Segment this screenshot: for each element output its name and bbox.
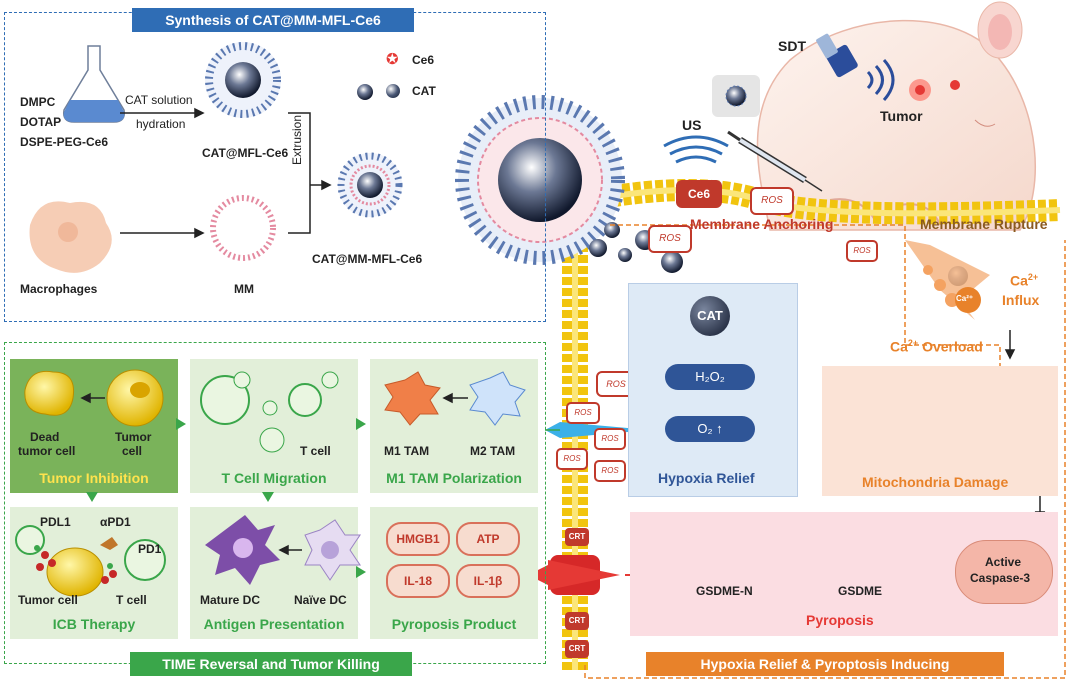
- ros-star-1: ROS: [750, 187, 794, 215]
- ros-star-2: ROS: [648, 225, 692, 253]
- dead-label: Dead: [30, 430, 60, 444]
- crt-star-1: CRT: [565, 528, 589, 546]
- cat-mm-mfl-ce6-label: CAT@MM-MFL-Ce6: [312, 252, 423, 266]
- caspase-line2: Caspase-3: [970, 571, 1031, 585]
- naive-dc-label: Naïve DC: [294, 593, 347, 607]
- o2-node: O₂ ↑: [665, 416, 755, 442]
- cat-node: CAT: [690, 296, 730, 336]
- pore-arrow: [548, 560, 620, 590]
- mito-title: Mitochondria Damage: [862, 474, 1009, 490]
- synthesis-box: [4, 12, 546, 322]
- h2o2-node: H₂O₂: [665, 364, 755, 390]
- legend-ce6: Ce6: [412, 53, 435, 67]
- extrusion-label: Extrusion: [290, 114, 304, 165]
- pyro-title: Pyroposis: [806, 612, 874, 628]
- us-label: US: [682, 117, 702, 133]
- lipid-dspe-peg-ce6: DSPE-PEG-Ce6: [20, 135, 109, 149]
- cat-solution-label: CAT solution: [125, 93, 193, 107]
- us-waves: [663, 135, 729, 164]
- hmgb1-pill: HMGB1: [386, 522, 450, 556]
- caspase-line1: Active: [985, 555, 1022, 569]
- large-nanoparticle: [455, 95, 625, 265]
- ce6-star-icon: ✪: [386, 51, 399, 68]
- mature-dc-label: Mature DC: [200, 593, 261, 607]
- t-cell-label: T cell: [300, 444, 331, 458]
- m1-title: M1 TAM Polarization: [386, 470, 522, 486]
- mm-label: MM: [234, 282, 254, 296]
- ros-star-8: ROS: [846, 240, 878, 262]
- influx-word: Influx: [1002, 292, 1040, 308]
- ros-star-7: ROS: [594, 460, 626, 482]
- membrane-anchoring-label: Membrane Anchoring: [690, 216, 834, 232]
- t-migration-title: T Cell Migration: [221, 470, 327, 486]
- tumor-cell-label: Tumor: [115, 430, 152, 444]
- orange-flow-lines: [584, 224, 1066, 679]
- ros-star-6: ROS: [556, 448, 588, 470]
- sdt-label: SDT: [778, 38, 806, 54]
- m1-tam-label: M1 TAM: [384, 444, 430, 458]
- hydration-label: hydration: [136, 117, 186, 131]
- ca-influx-label: Ca2+: [1010, 272, 1039, 289]
- ca-ion-bubble: [955, 287, 981, 313]
- caspase-node: [955, 540, 1053, 604]
- apd1-label: αPD1: [100, 515, 131, 529]
- syringe: [712, 75, 823, 192]
- hypoxia-title: Hypoxia Relief: [658, 470, 755, 486]
- tumor-cell-label-2: cell: [122, 444, 143, 458]
- synthesis-header: Synthesis of CAT@MM-MFL-Ce6: [132, 8, 414, 32]
- tumor-inhibition-title: Tumor Inhibition: [39, 470, 149, 486]
- time-header: TIME Reversal and Tumor Killing: [130, 652, 412, 676]
- pyro-product-title: Pyroposis Product: [391, 616, 517, 632]
- cat-sphere-icon: [386, 84, 400, 98]
- bottom-right-header: Hypoxia Relief & Pyroptosis Inducing: [646, 652, 1004, 676]
- ce6-star: Ce6: [676, 180, 722, 208]
- antigen-title: Antigen Presentation: [203, 616, 345, 632]
- synthesis-arrows: [120, 107, 332, 239]
- cat-mfl-ce6-label: CAT@MFL-Ce6: [202, 146, 289, 160]
- ca-bubble-label: Ca²⁺: [956, 294, 974, 303]
- crt-star-3: CRT: [565, 640, 589, 658]
- icb-tumor-cell-label: Tumor cell: [18, 593, 78, 607]
- sdt-transducer: [816, 33, 895, 102]
- tumor-label: Tumor: [880, 108, 923, 124]
- il18-pill: IL-18: [386, 564, 450, 598]
- ca-overload-label: Ca2+ Overload: [890, 338, 983, 355]
- pdl1-label: PDL1: [40, 515, 71, 529]
- gsdme-label: GSDME: [838, 584, 883, 598]
- ros-star-4: ROS: [566, 402, 600, 424]
- il1b-pill: IL-1β: [456, 564, 520, 598]
- ros-star-5: ROS: [594, 428, 626, 450]
- mito-panel: [822, 366, 1058, 496]
- crt-star-2: CRT: [565, 612, 589, 630]
- icb-title: ICB Therapy: [52, 616, 136, 632]
- gsdme-n-label: GSDME-N: [696, 584, 753, 598]
- lipid-dotap: DOTAP: [20, 115, 62, 129]
- legend-cat: CAT: [412, 84, 436, 98]
- macrophages-label: Macrophages: [20, 282, 98, 296]
- ca-influx-arrow: [905, 240, 990, 320]
- icb-t-cell-label: T cell: [116, 593, 147, 607]
- membrane-rupture-label: Membrane Rupture: [920, 216, 1048, 232]
- pd1-label: PD1: [138, 542, 162, 556]
- atp-pill: ATP: [456, 522, 520, 556]
- lipid-dmpc: DMPC: [20, 95, 56, 109]
- dead-label-2: tumor cell: [18, 444, 76, 458]
- synthesis-particles: [29, 42, 403, 273]
- m2-tam-label: M2 TAM: [470, 444, 516, 458]
